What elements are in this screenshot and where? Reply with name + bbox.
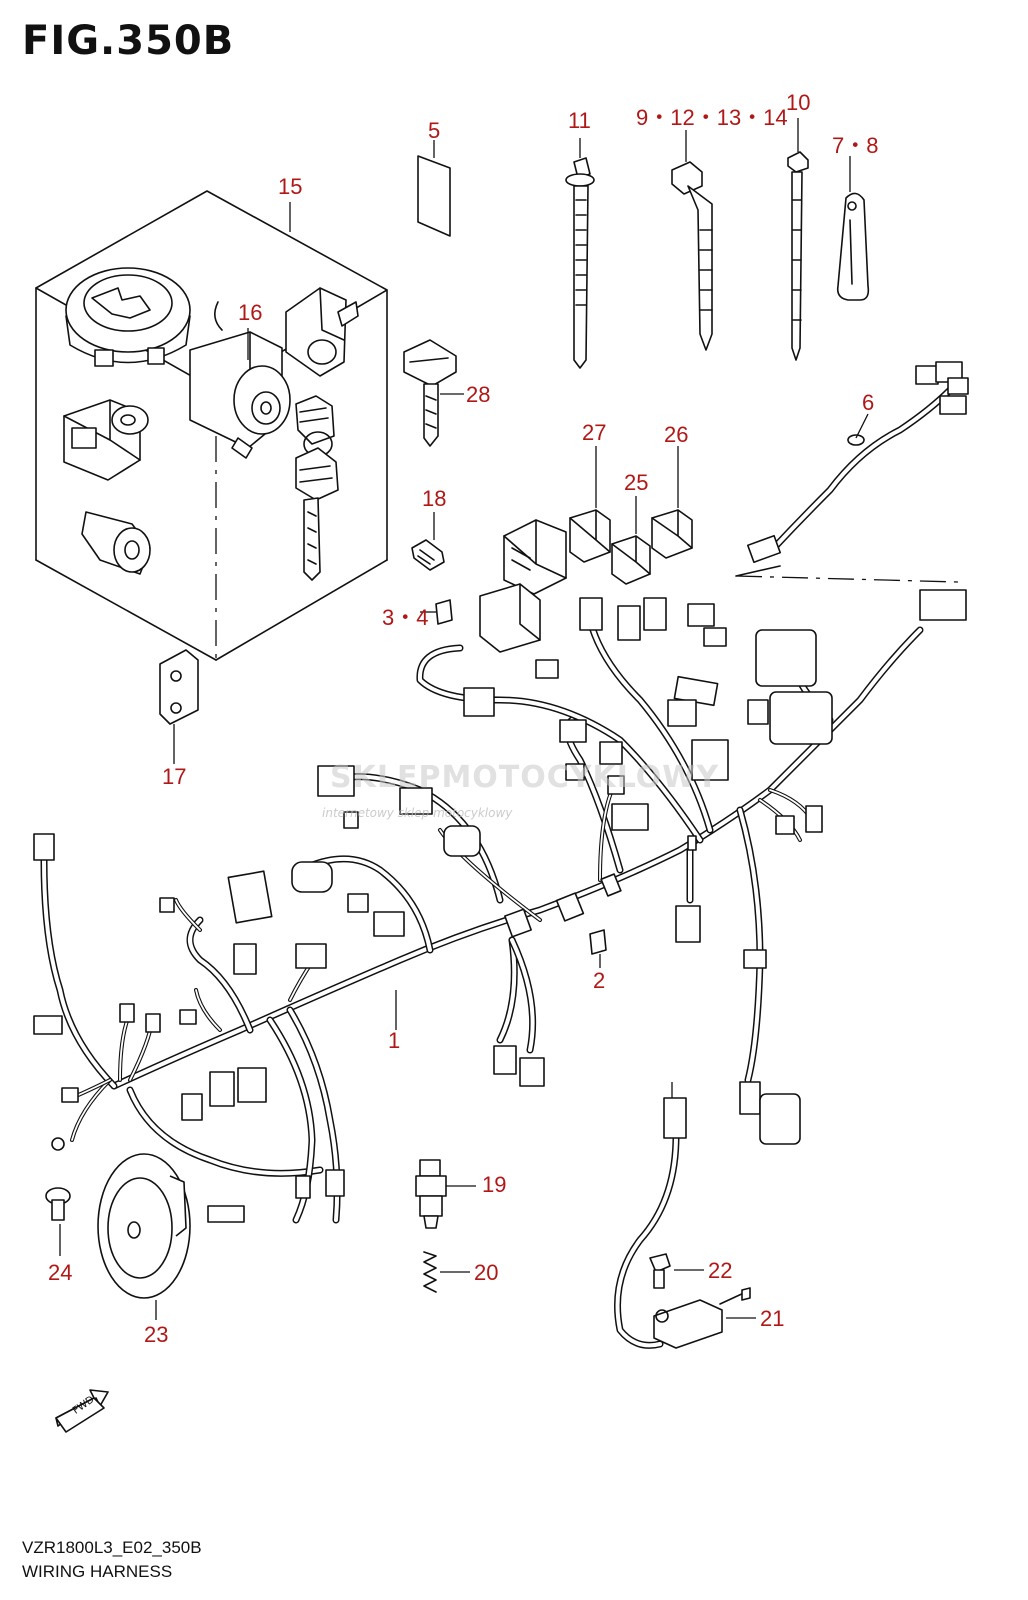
callout-24: 24 — [48, 1260, 73, 1285]
leader-lines — [247, 202, 601, 1030]
harness-clamp-part — [671, 130, 713, 351]
callout-16: 16 — [238, 300, 263, 325]
section-name: WIRING HARNESS — [22, 1562, 173, 1581]
callout-22: 22 — [708, 1258, 733, 1283]
connectors — [33, 589, 967, 1223]
model-code: VZR1800L3_E02_350B — [22, 1538, 202, 1557]
callout-3-4: 3・4 — [382, 605, 429, 630]
bolt-part — [649, 1253, 704, 1289]
callout-7-8: 7・8 — [832, 133, 879, 158]
fuse-box-part — [479, 519, 567, 653]
callout-27: 27 — [582, 420, 607, 445]
figure-title: FIG.350B — [22, 18, 235, 64]
horn-bolt-part — [45, 1187, 71, 1256]
callout-23: 23 — [144, 1322, 169, 1347]
screw-part — [411, 512, 445, 571]
callout-1: 1 — [388, 1028, 401, 1053]
callout-17: 17 — [162, 764, 187, 789]
horn-part — [97, 1153, 191, 1320]
callout-20: 20 — [474, 1260, 499, 1285]
watermark-tagline: internetowy sklep motocyklowy — [322, 806, 513, 820]
spring-part — [423, 1251, 470, 1293]
callout-21: 21 — [760, 1306, 785, 1331]
callout-2: 2 — [593, 968, 606, 993]
helmet-lock-part — [81, 511, 151, 575]
callout-6: 6 — [862, 390, 875, 415]
label-sticker-part — [417, 140, 451, 237]
fuse-part — [420, 599, 453, 625]
seat-lock-part — [63, 399, 149, 481]
callout-19: 19 — [482, 1172, 507, 1197]
callout-26: 26 — [664, 422, 689, 447]
rivet-tie-part — [565, 138, 595, 369]
relay-parts — [569, 446, 693, 585]
brake-switch-part — [415, 1159, 476, 1229]
sensor-cable-part — [614, 1082, 687, 1349]
rubber-band-part — [836, 156, 870, 301]
callout-28: 28 — [466, 382, 491, 407]
callout-5: 5 — [428, 118, 441, 143]
ignition-switch-part — [189, 301, 291, 459]
bracket-part — [159, 649, 199, 764]
sub-harness-part — [746, 361, 969, 564]
callout-15: 15 — [278, 174, 303, 199]
callout-10: 10 — [786, 90, 811, 115]
cable-tie-part — [787, 118, 809, 361]
lock-bracket-part — [285, 287, 359, 377]
callout-25: 25 — [624, 470, 649, 495]
fuel-cap-lock-part — [65, 267, 191, 367]
key-blank-part — [403, 339, 464, 447]
watermark-brand: SKLEPMOTOCYKLOWY — [330, 760, 720, 795]
neutral-switch-part — [653, 1287, 756, 1349]
callout-18: 18 — [422, 486, 447, 511]
fwd-arrow-icon — [55, 1389, 109, 1433]
keys-part — [295, 395, 339, 581]
callout-11: 11 — [568, 108, 591, 133]
callout-9-12-13-14: 9・12・13・14 — [636, 105, 788, 130]
